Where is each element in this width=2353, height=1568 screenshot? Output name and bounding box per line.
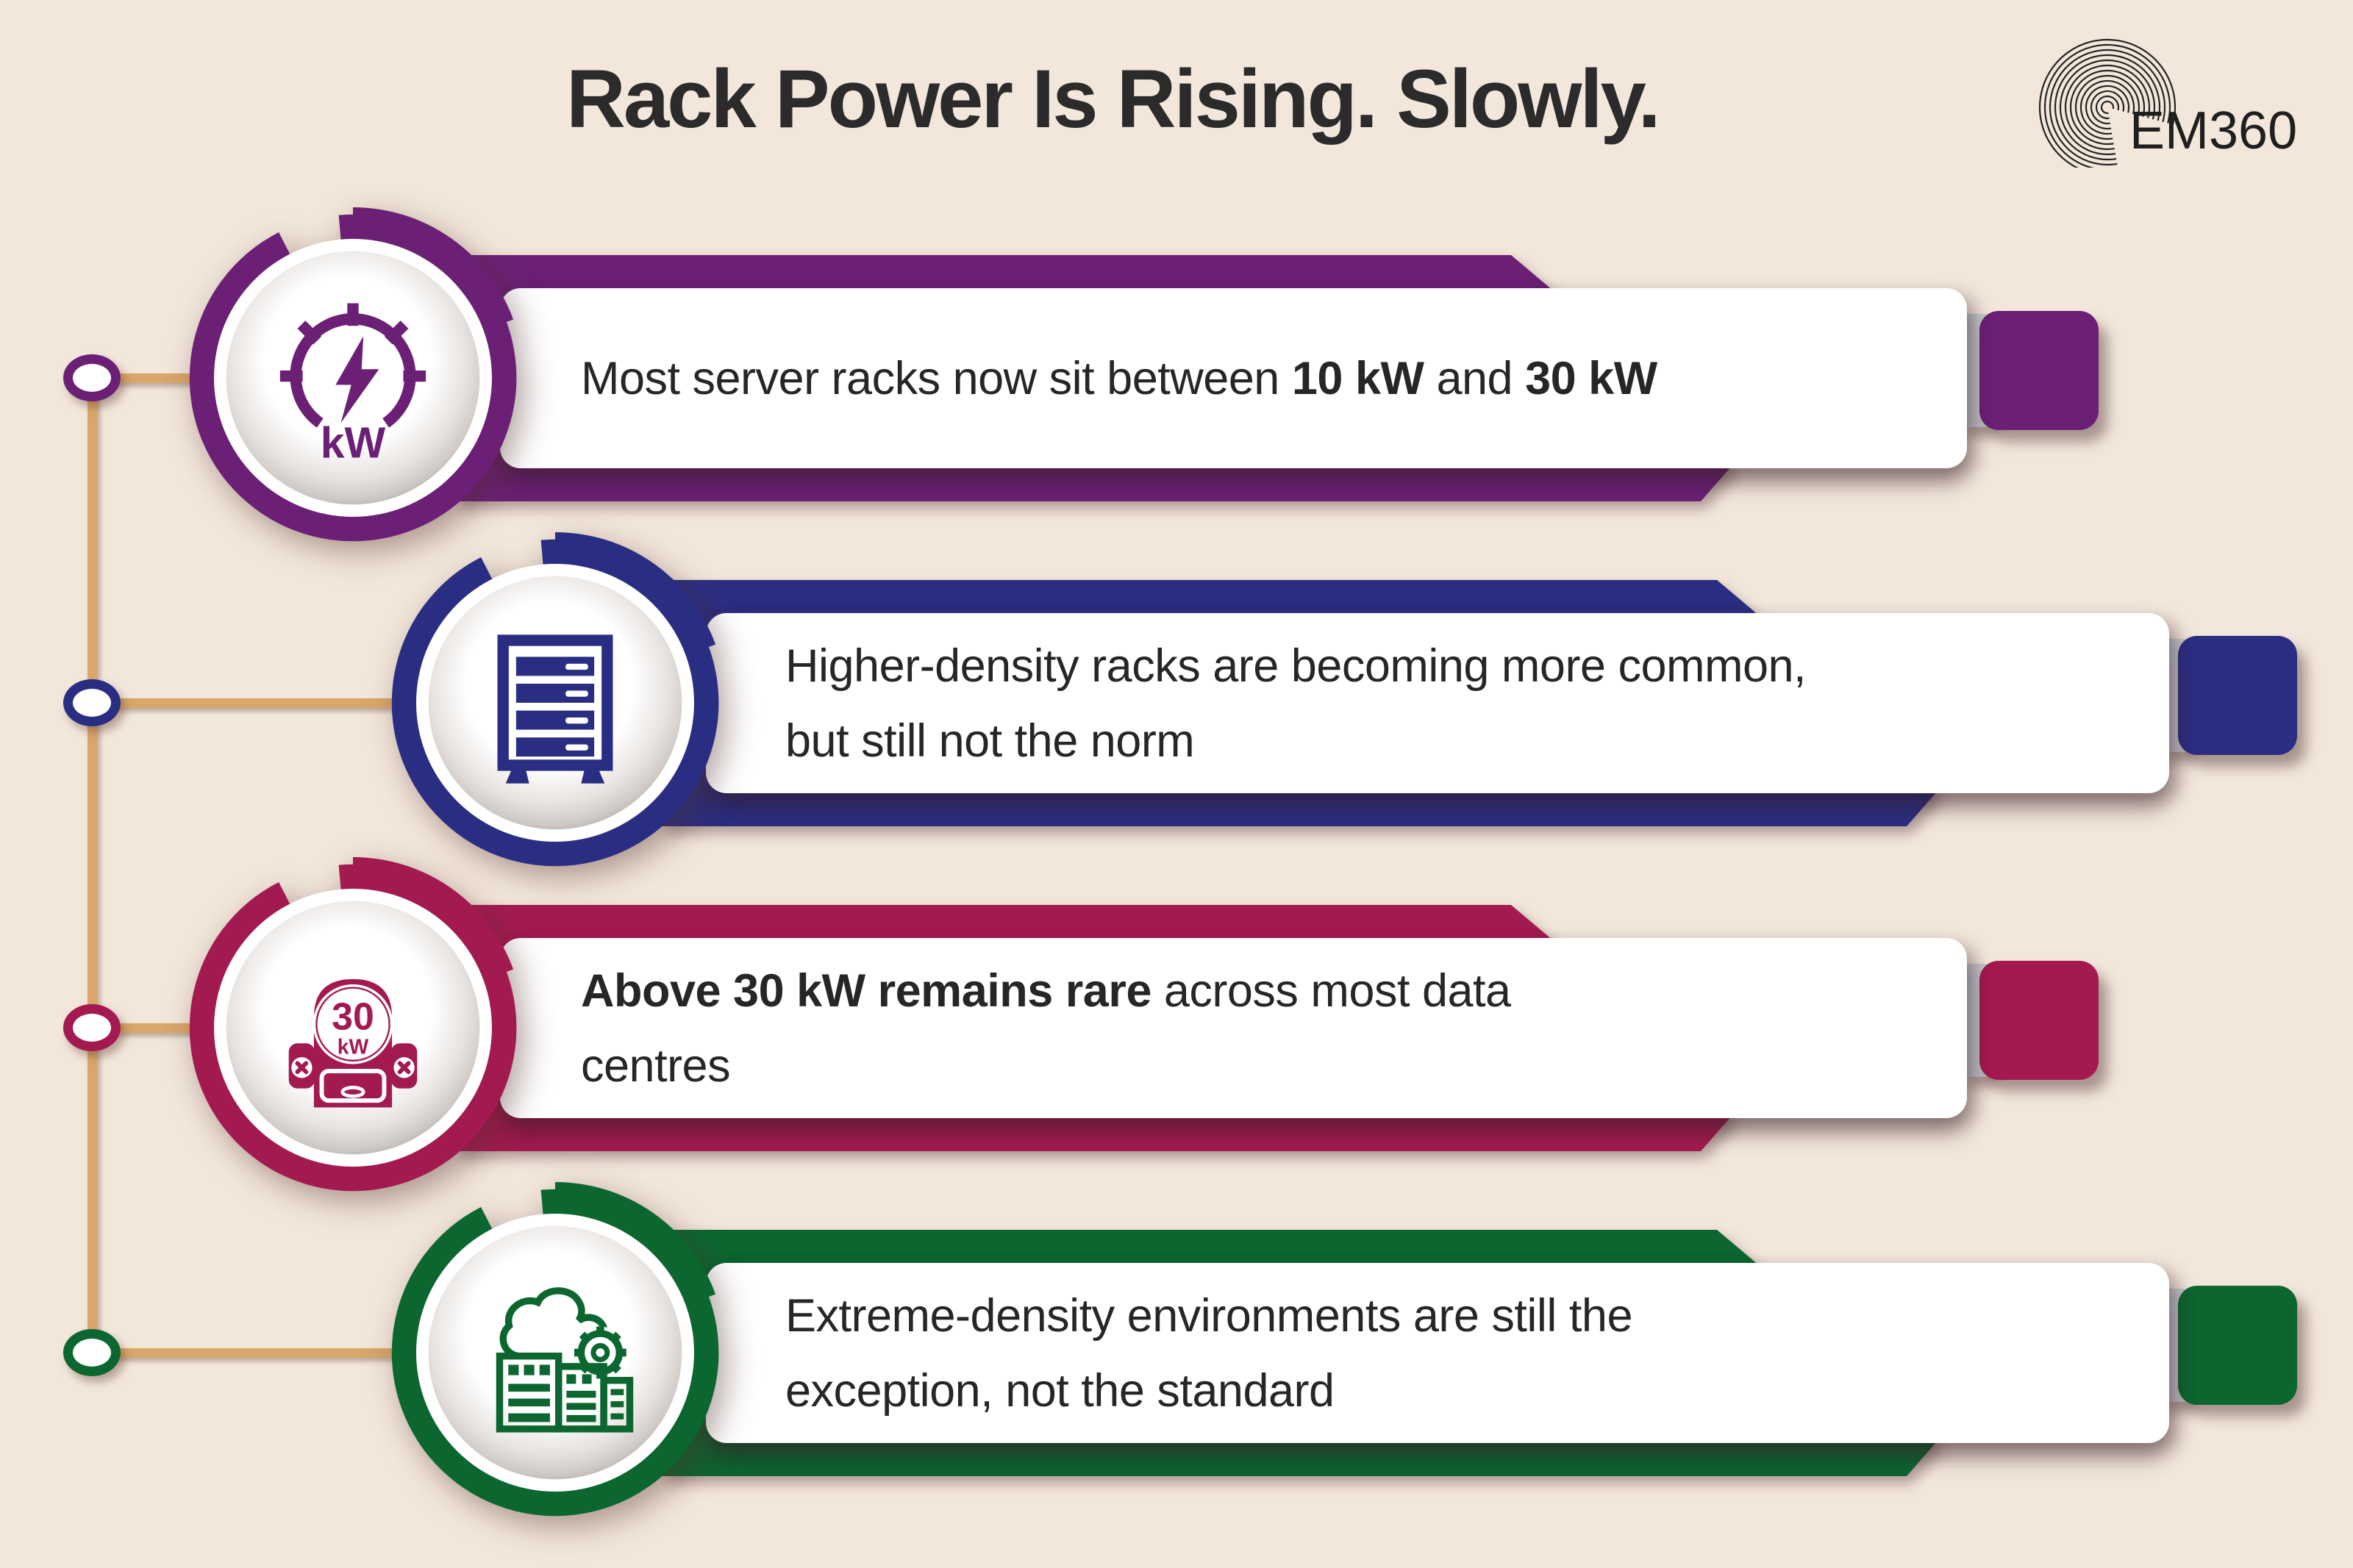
timeline-vertical-line <box>88 378 97 1353</box>
timeline-node <box>63 1004 121 1051</box>
server-rack-icon <box>468 616 642 790</box>
statement-card: Most server racks now sit between 10 kW … <box>500 288 1967 468</box>
em360-logo-icon <box>2037 21 2202 179</box>
statement-text: Above 30 kW remains rare across most dat… <box>581 964 1511 1092</box>
row-side-tab <box>2157 1286 2297 1405</box>
data-center-cloud-gear-icon <box>468 1266 642 1439</box>
timeline-connector <box>88 1348 449 1358</box>
timeline-connector <box>88 698 449 708</box>
statement-text: Extreme-density environments are still t… <box>785 1289 1632 1417</box>
brand-text: EM360 <box>2129 101 2298 160</box>
statement-text: Higher-density racks are becoming more c… <box>785 640 1807 767</box>
gauge-kw-icon: kW <box>266 291 440 465</box>
timeline-node <box>63 1329 121 1376</box>
svg-text:30: 30 <box>332 995 374 1038</box>
statement-card: Higher-density racks are becoming more c… <box>706 613 2169 793</box>
statement-card: Extreme-density environments are still t… <box>706 1263 2169 1443</box>
page-title: Rack Power Is Rising. Slowly. <box>566 53 1661 145</box>
row-side-tab <box>1959 961 2099 1080</box>
statement-card: Above 30 kW remains rare across most dat… <box>500 938 1967 1118</box>
row-side-tab <box>1959 311 2099 430</box>
power-meter-30kw-icon: 30 kW <box>266 941 440 1114</box>
row-side-tab <box>2157 636 2297 755</box>
timeline-node <box>63 679 121 726</box>
timeline-node <box>63 354 121 401</box>
svg-text:kW: kW <box>321 419 386 465</box>
svg-text:kW: kW <box>338 1035 369 1059</box>
statement-text: Most server racks now sit between 10 kW … <box>581 352 1657 404</box>
